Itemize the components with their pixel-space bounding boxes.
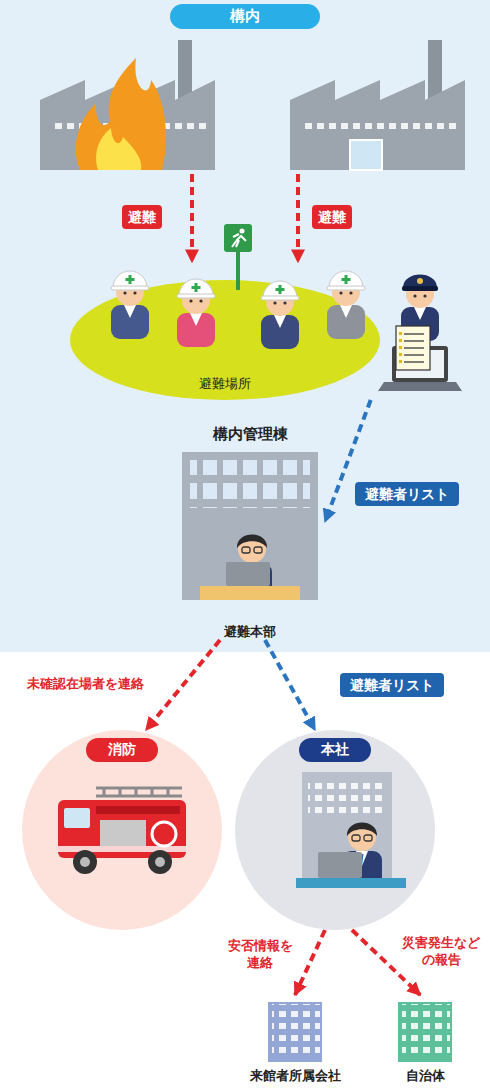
node-heading-pill: 本社 <box>299 738 371 762</box>
edge-label: 避難者リスト <box>355 482 459 506</box>
fire-dept-circle: 消防 <box>22 730 222 930</box>
evacuate-label: 避難 <box>312 205 352 229</box>
municipality-building <box>398 1002 452 1062</box>
node-label: 避難本部 <box>224 624 276 640</box>
node-heading-pill: 構内 <box>170 4 320 29</box>
edge-label: 避難者リスト <box>340 673 444 697</box>
node-heading-pill: 消防 <box>86 738 158 762</box>
head-office <box>296 772 406 888</box>
assembly-point: 避難場所 <box>70 280 380 400</box>
dashed-arrow <box>265 640 315 730</box>
dashed-arrow <box>146 640 220 730</box>
node-label: 構内管理棟 <box>213 425 288 444</box>
dashed-arrow <box>295 930 325 995</box>
fire-truck <box>58 788 186 874</box>
visitor-company-building <box>268 1002 322 1062</box>
visitor-company: 来館者所属会社 <box>235 995 355 1086</box>
evacuate-label: 避難 <box>122 205 162 229</box>
management-building <box>182 452 318 600</box>
node-label: 避難場所 <box>199 376 251 392</box>
evacuees <box>111 271 439 349</box>
municipality: 自治体 <box>385 995 465 1086</box>
node-label: 自治体 <box>406 1068 445 1084</box>
node-label: 来館者所属会社 <box>250 1068 341 1084</box>
fire <box>76 58 166 170</box>
edge-label: 災害発生など の報告 <box>398 935 484 969</box>
node-outline <box>70 280 380 400</box>
laptop-list <box>378 326 462 391</box>
factory <box>40 40 465 170</box>
management-building: 構内管理棟避難本部 <box>175 425 325 640</box>
exit-sign <box>224 224 252 290</box>
node-outline <box>235 730 435 930</box>
evacuation-arrow <box>192 174 298 262</box>
edge-label: 未確認在場者を連絡 <box>18 676 152 693</box>
premises-region: 避難場所構内管理棟避難本部 構内 <box>0 0 490 652</box>
head-office-circle: 本社 <box>235 730 435 930</box>
edge-label: 安否情報を 連絡 <box>222 938 298 972</box>
node-outline <box>22 730 222 930</box>
